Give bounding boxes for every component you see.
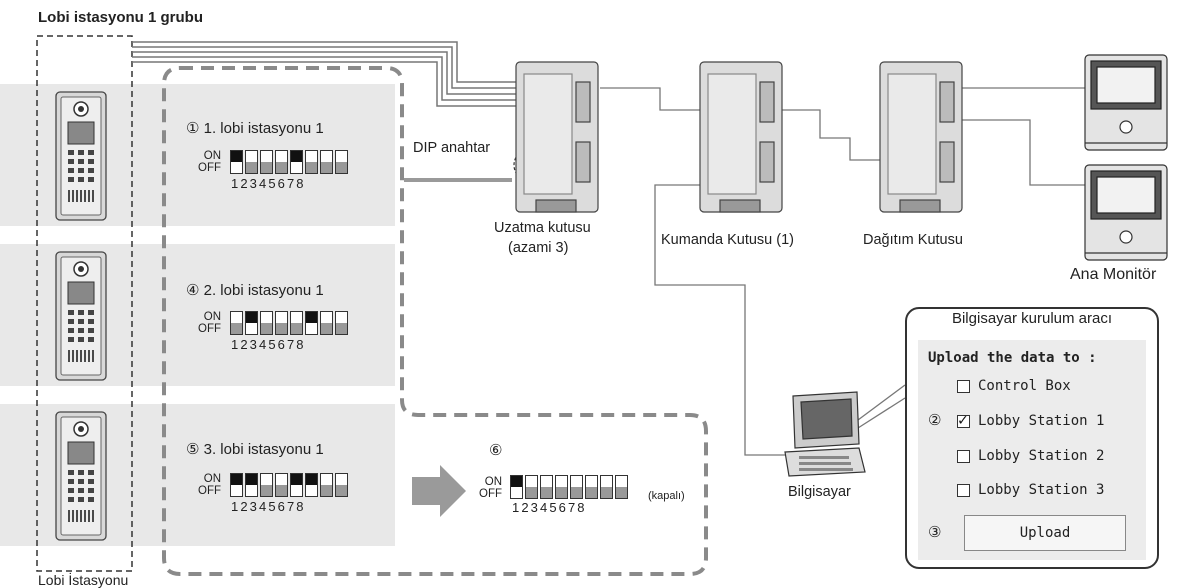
option-lobby-station-1[interactable]: Lobby Station 1 xyxy=(957,410,1105,429)
dip-switch-4 xyxy=(275,150,288,174)
row-1-onoff: ON OFF xyxy=(195,150,221,174)
computer-label: Bilgisayar xyxy=(788,484,851,500)
dip-switch-7 xyxy=(320,150,333,174)
row-1-text: 1. lobi istasyonu 1 xyxy=(203,120,324,137)
dip-digits: 12345678 xyxy=(231,337,306,352)
on-label: ON xyxy=(484,476,502,488)
row-1-marker: ① xyxy=(186,120,200,137)
dip-switch-6 xyxy=(305,311,318,335)
dip-switch-label: DIP anahtar xyxy=(413,140,491,156)
computer-device xyxy=(784,391,866,477)
setup-tool-title: Bilgisayar kurulum aracı xyxy=(951,310,1113,327)
row-2-onoff: ON OFF xyxy=(195,311,221,335)
lobby-station-devices xyxy=(55,91,107,541)
dip-switch-5 xyxy=(290,473,303,497)
dip-switch-4 xyxy=(275,473,288,497)
option-label: Lobby Station 1 xyxy=(978,413,1105,429)
control-box-checkbox[interactable] xyxy=(957,379,970,393)
dip-switch-2 xyxy=(245,473,258,497)
final-suffix: (kapalı) xyxy=(648,490,685,502)
dip-switch-final xyxy=(510,475,628,499)
option-lobby-station-3[interactable]: Lobby Station 3 xyxy=(957,482,1104,498)
on-label: ON xyxy=(203,473,221,485)
dip-switch-8 xyxy=(335,473,348,497)
row-2-title: ④ 2. lobi istasyonu 1 xyxy=(186,281,324,299)
dip-switch-4 xyxy=(275,311,288,335)
dip-switch-3 xyxy=(540,475,553,499)
dip-switch-8 xyxy=(335,311,348,335)
dip-switch-2 xyxy=(525,475,538,499)
dip-switch-5 xyxy=(570,475,583,499)
dip-switch-row-3 xyxy=(230,473,348,497)
dip-switch-8 xyxy=(335,150,348,174)
dip-switch-1 xyxy=(230,473,243,497)
dip-switch-5 xyxy=(290,311,303,335)
dip-switch-row-1 xyxy=(230,150,348,174)
dip-switch-1 xyxy=(230,311,243,335)
off-label: OFF xyxy=(479,488,502,500)
upload-button[interactable]: Upload xyxy=(964,515,1126,551)
option-label: Lobby Station 2 xyxy=(978,448,1105,464)
final-marker: ⑥ xyxy=(489,442,503,459)
row-2-marker: ④ xyxy=(186,282,200,299)
dip-switch-5 xyxy=(290,150,303,174)
lobby-station-1-checkbox[interactable] xyxy=(957,410,970,429)
dip-switch-6 xyxy=(305,473,318,497)
upload-heading: Upload the data to : xyxy=(928,350,1097,366)
upload-marker: ③ xyxy=(928,524,942,541)
dip-switch-1 xyxy=(510,475,523,499)
dip-switch-4 xyxy=(555,475,568,499)
dip-digits: 12345678 xyxy=(231,499,306,514)
main-monitor-devices xyxy=(1084,54,1168,261)
row-3-text: 3. lobi istasyonu 1 xyxy=(203,441,324,458)
box-devices xyxy=(515,61,963,213)
extension-box-note: (azami 3) xyxy=(508,240,569,256)
control-box-label: Kumanda Kutusu (1) xyxy=(661,232,794,248)
dip-digits: 12345678 xyxy=(512,500,587,515)
row-2-text: 2. lobi istasyonu 1 xyxy=(203,282,324,299)
on-label: ON xyxy=(203,311,221,323)
extension-box-label: Uzatma kutusu xyxy=(494,220,591,236)
lobby-station-label: Lobi İstasyonu xyxy=(38,572,129,588)
dip-switch-6 xyxy=(305,150,318,174)
dip-switch-3 xyxy=(260,473,273,497)
dip-digits: 12345678 xyxy=(231,176,306,191)
dip-switch-1 xyxy=(230,150,243,174)
dip-switch-8 xyxy=(615,475,628,499)
row-3-marker: ⑤ xyxy=(186,441,200,458)
dip-switch-2 xyxy=(245,311,258,335)
on-label: ON xyxy=(203,150,221,162)
option-2-marker: ② xyxy=(928,412,942,429)
dip-switch-7 xyxy=(600,475,613,499)
lobby-station-3-checkbox[interactable] xyxy=(957,483,970,497)
off-label: OFF xyxy=(198,323,221,335)
final-onoff: ON OFF xyxy=(476,476,502,500)
lobby-station-2-checkbox[interactable] xyxy=(957,449,970,463)
dip-switch-7 xyxy=(320,311,333,335)
dip-switch-row-2 xyxy=(230,311,348,335)
dip-switch-7 xyxy=(320,473,333,497)
main-monitor-label: Ana Monitör xyxy=(1070,266,1157,283)
off-label: OFF xyxy=(198,162,221,174)
option-label: Control Box xyxy=(978,378,1071,394)
option-label: Lobby Station 3 xyxy=(978,482,1105,498)
option-lobby-station-2[interactable]: Lobby Station 2 xyxy=(957,448,1104,464)
row-1-title: ① 1. lobi istasyonu 1 xyxy=(186,119,324,137)
row-3-title: ⑤ 3. lobi istasyonu 1 xyxy=(186,440,324,458)
dip-switch-2 xyxy=(245,150,258,174)
distribution-box-label: Dağıtım Kutusu xyxy=(863,232,963,248)
dip-switch-3 xyxy=(260,311,273,335)
dip-switch-3 xyxy=(260,150,273,174)
off-label: OFF xyxy=(198,485,221,497)
dip-switch-6 xyxy=(585,475,598,499)
option-control-box[interactable]: Control Box xyxy=(957,378,1071,394)
row-3-onoff: ON OFF xyxy=(195,473,221,497)
group-title: Lobi istasyonu 1 grubu xyxy=(38,9,204,26)
